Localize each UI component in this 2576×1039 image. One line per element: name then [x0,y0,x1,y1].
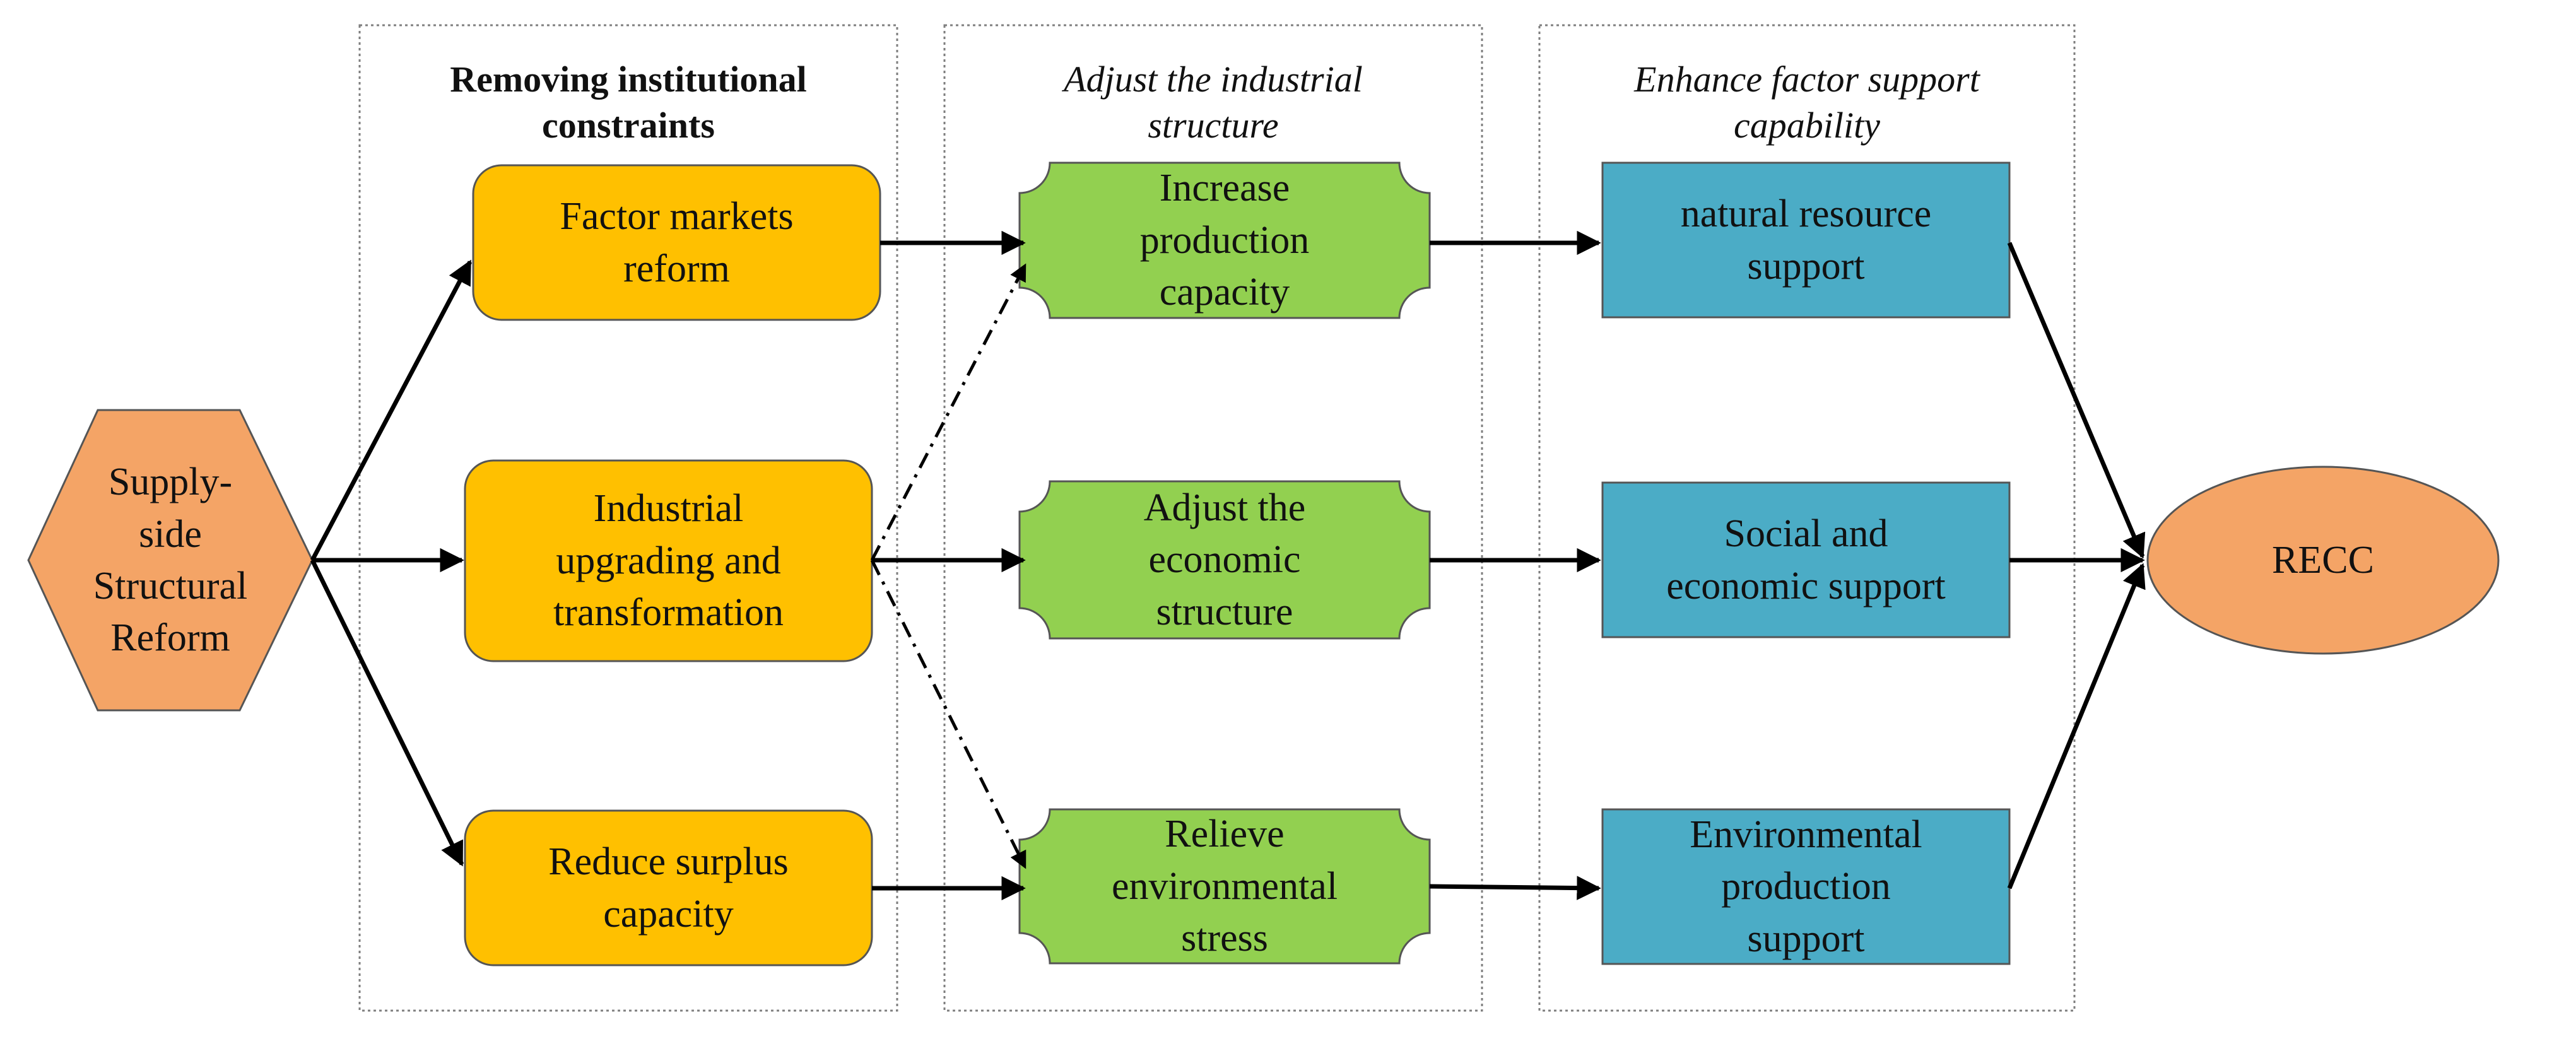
environmental-production-shape [1601,808,2011,965]
recc-ellipse-shape [2146,466,2500,655]
adjust-economic-shape [1018,480,1431,640]
arrow-natural-resource-to-recc [2007,242,2146,559]
group-title-support: Enhance factor support capability [1634,59,1980,146]
group-box-structure [943,24,1483,1012]
environmental-production-node: Environmental production support [1690,813,1922,960]
natural-resource-node: natural resource support [1680,192,1932,288]
natural-resource-shape [1601,161,2011,319]
arrow-environmental-production-to-recc [2007,563,2146,889]
arrow-relieve-environmental-to-environmental-production [1429,876,1601,900]
source-node-label: Supply- side Structural Reform [93,461,248,660]
increase-production-node: Increase production capacity [1139,167,1310,314]
relieve-environmental-shape [1018,808,1431,965]
reduce-surplus-node: Reduce surplus capacity [548,840,789,936]
increase-production-shape [1018,161,1431,319]
dashed-arrow-industrial-upgrading-to-increase-production [870,263,1027,561]
group-title-institutional: Removing institutional constraints [450,59,807,146]
arrow-source-to-factor-markets [310,259,473,561]
social-economic-shape [1601,481,2011,638]
group-box-support [1538,24,2076,1012]
recc-node: RECC [2272,538,2374,582]
factor-markets-node: Factor markets reform [560,195,794,290]
group-title-structure: Adjust the industrial structure [1064,59,1363,146]
dashed-arrow-industrial-upgrading-to-relieve-environmental [870,559,1027,869]
industrial-upgrading-node: Industrial upgrading and transformation [553,487,784,635]
group-box-institutional [358,24,898,1012]
adjust-economic-node: Adjust the economic structure [1143,486,1306,633]
social-economic-node: Social and economic support [1666,512,1946,608]
relieve-environmental-node: Relieve environmental stress [1111,813,1338,960]
arrow-source-to-reduce-surplus [310,559,464,867]
